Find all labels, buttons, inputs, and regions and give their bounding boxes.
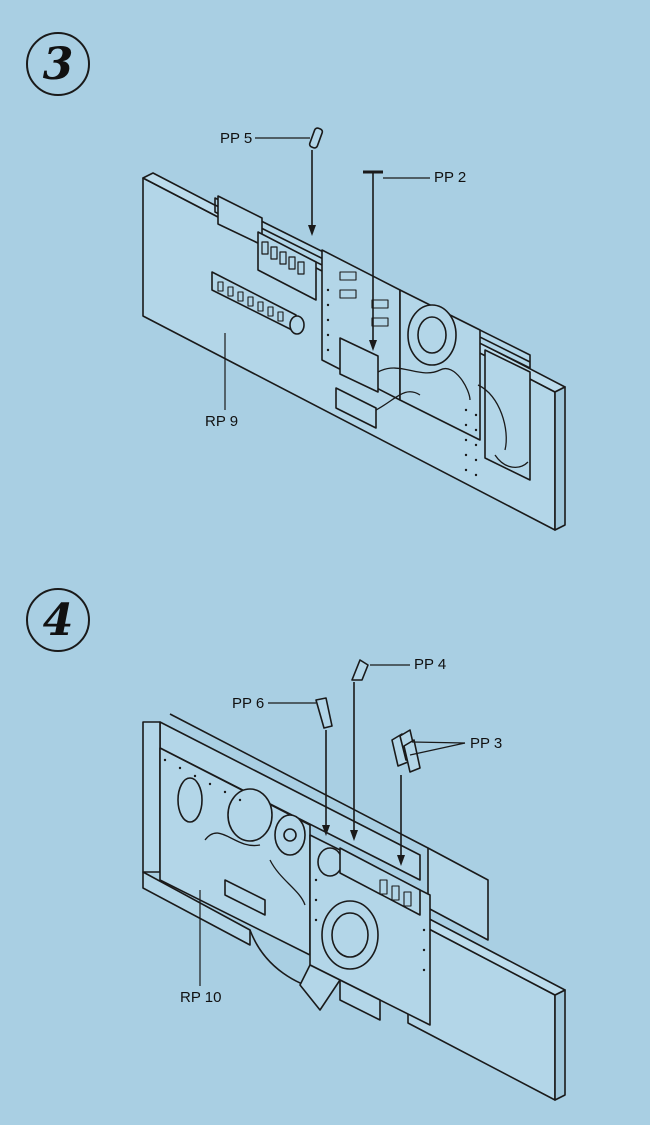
step-3-badge: 3 — [26, 32, 90, 96]
pp6-part — [315, 697, 333, 836]
label-rp9: RP 9 — [205, 413, 239, 430]
pp2-part — [363, 170, 383, 351]
step-3-panel-rp9 — [142, 172, 566, 531]
label-rp10: RP 10 — [180, 989, 222, 1006]
step-4-badge: 4 — [26, 588, 90, 652]
label-pp5: PP 5 — [220, 130, 253, 147]
label-pp3: PP 3 — [470, 735, 503, 752]
label-pp4: PP 4 — [414, 656, 447, 673]
pp5-part — [308, 127, 324, 236]
label-pp6: PP 6 — [232, 695, 265, 712]
pp3-parts — [391, 729, 421, 866]
pp4-part — [350, 659, 369, 841]
step-4-panel-rp10 — [142, 713, 566, 1101]
label-pp2: PP 2 — [434, 169, 467, 186]
